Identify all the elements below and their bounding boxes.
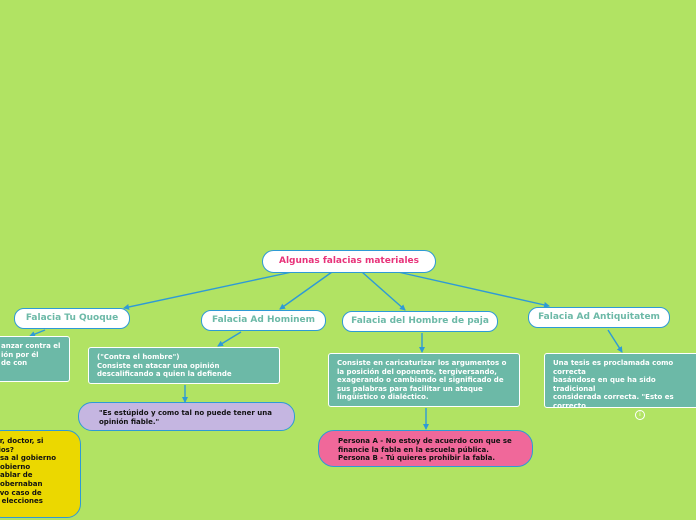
connector-ad-hominem-detail xyxy=(217,331,242,347)
connector-ad-antiquitatem-detail xyxy=(607,329,623,353)
central-topic[interactable]: Algunas falacias materiales xyxy=(262,250,436,273)
connector-tu-quoque-detail xyxy=(29,329,46,337)
topic-hombre-de-paja[interactable]: Falacia del Hombre de paja xyxy=(342,311,498,332)
detail-hombre-de-paja[interactable]: Consiste en caricaturizar los argumentos… xyxy=(328,353,520,407)
topic-tu-quoque[interactable]: Falacia Tu Quoque xyxy=(14,308,130,329)
connector-to-tu-quoque xyxy=(123,271,293,310)
connector-to-hombre-de-paja xyxy=(361,271,406,311)
detail-ad-antiquitatem[interactable]: Una tesis es proclamada como correcta ba… xyxy=(544,353,696,408)
connector-to-ad-hominem xyxy=(279,271,333,310)
detail-ad-hominem[interactable]: ("Contra el hombre") Consiste en atacar … xyxy=(88,347,280,384)
example-hombre-de-paja[interactable]: Persona A - No estoy de acuerdo con que … xyxy=(318,430,533,467)
info-circle-icon[interactable]: i xyxy=(635,410,645,420)
detail-tu-quoque[interactable]: anzar contra el ión por él de con xyxy=(0,336,70,382)
connector-to-ad-antiquitatem xyxy=(397,271,550,308)
topic-ad-hominem[interactable]: Falacia Ad Hominem xyxy=(201,310,326,331)
example-ad-hominem[interactable]: "Es estúpido y como tal no puede tener u… xyxy=(78,402,295,431)
example-tu-quoque[interactable]: ar, doctor, si rios? usa al gobierno gob… xyxy=(0,430,81,518)
topic-ad-antiquitatem[interactable]: Falacia Ad Antiquitatem xyxy=(528,307,670,328)
